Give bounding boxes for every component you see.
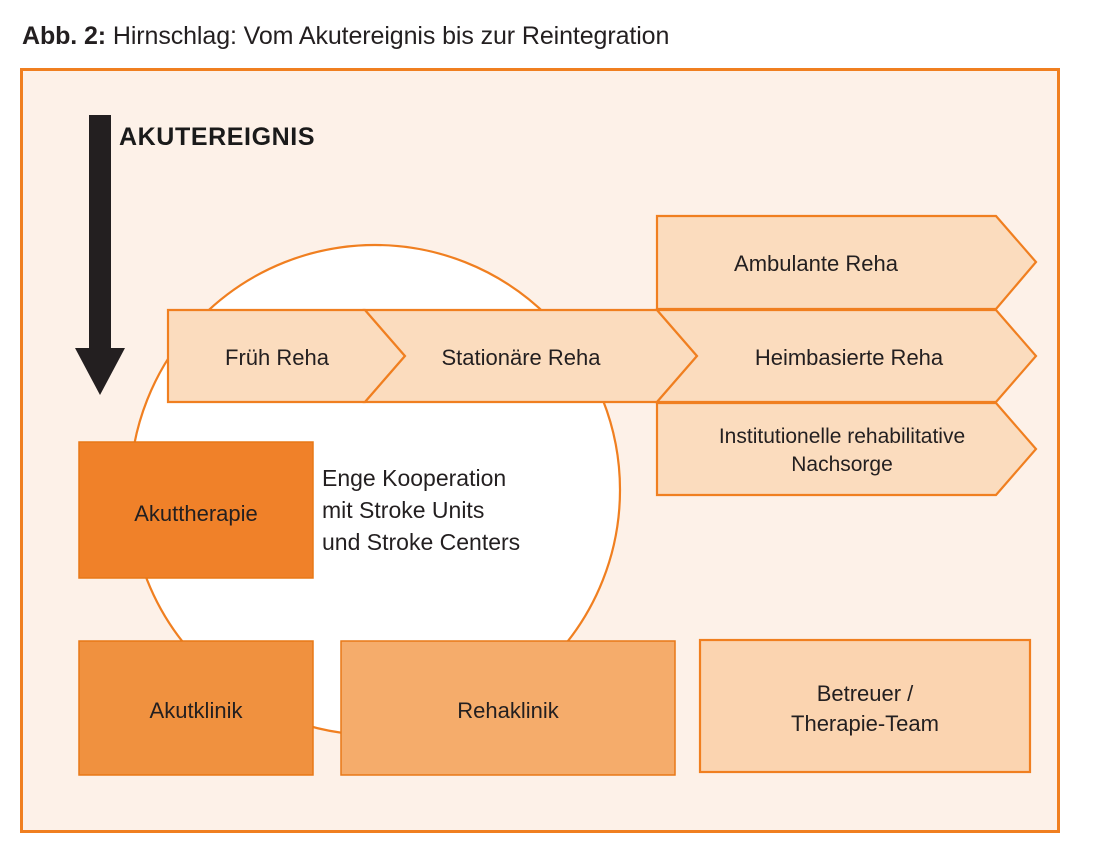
- box-betreuer-therapie-team-line2: Therapie-Team: [791, 711, 939, 736]
- chevron-stationaere-reha[interactable]: Stationäre Reha: [362, 308, 699, 404]
- stroke-pathway-diagram: AKUTEREIGNIS Ambulante Reha Früh Reha St…: [20, 68, 1060, 833]
- acute-event-arrow: [75, 115, 125, 395]
- box-akuttherapie[interactable]: Akuttherapie: [78, 441, 314, 579]
- box-akuttherapie-label: Akuttherapie: [134, 501, 258, 526]
- cooperation-note-line2: mit Stroke Units: [322, 497, 484, 523]
- figure-caption-text: Hirnschlag: Vom Akutereignis bis zur Rei…: [112, 22, 670, 50]
- box-betreuer-therapie-team[interactable]: Betreuer / Therapie-Team: [698, 638, 1032, 774]
- box-betreuer-therapie-team-line1: Betreuer /: [817, 681, 914, 706]
- chevron-heimbasierte-reha[interactable]: Heimbasierte Reha: [654, 308, 1038, 404]
- acute-event-label: AKUTEREIGNIS: [119, 123, 315, 151]
- chevron-frueh-reha-label: Früh Reha: [225, 345, 330, 370]
- box-akutklinik-label: Akutklinik: [150, 698, 244, 723]
- box-rehaklinik[interactable]: Rehaklinik: [340, 640, 676, 776]
- chevron-ambulante-reha[interactable]: Ambulante Reha: [655, 214, 1038, 311]
- chevron-institutionelle-nachsorge[interactable]: Institutionelle rehabilitative Nachsorge: [655, 401, 1038, 497]
- chevron-ambulante-reha-label: Ambulante Reha: [734, 251, 899, 276]
- chevron-institutionelle-nachsorge-line1: Institutionelle rehabilitative: [719, 425, 965, 448]
- chevron-heimbasierte-reha-label: Heimbasierte Reha: [755, 345, 944, 370]
- figure-frame: AKUTEREIGNIS Ambulante Reha Früh Reha St…: [20, 68, 1060, 833]
- chevron-frueh-reha[interactable]: Früh Reha: [166, 308, 407, 404]
- figure-caption-number: Abb. 2:: [22, 22, 107, 50]
- cooperation-note-line3: und Stroke Centers: [322, 529, 520, 555]
- box-rehaklinik-label: Rehaklinik: [457, 698, 559, 723]
- box-akutklinik[interactable]: Akutklinik: [78, 640, 314, 776]
- chevron-stationaere-reha-label: Stationäre Reha: [442, 345, 602, 370]
- chevron-institutionelle-nachsorge-line2: Nachsorge: [791, 453, 893, 476]
- cooperation-note: Enge Kooperation mit Stroke Units und St…: [322, 465, 520, 555]
- figure-caption: Abb. 2: Hirnschlag: Vom Akutereignis bis…: [22, 22, 669, 51]
- cooperation-note-line1: Enge Kooperation: [322, 465, 506, 491]
